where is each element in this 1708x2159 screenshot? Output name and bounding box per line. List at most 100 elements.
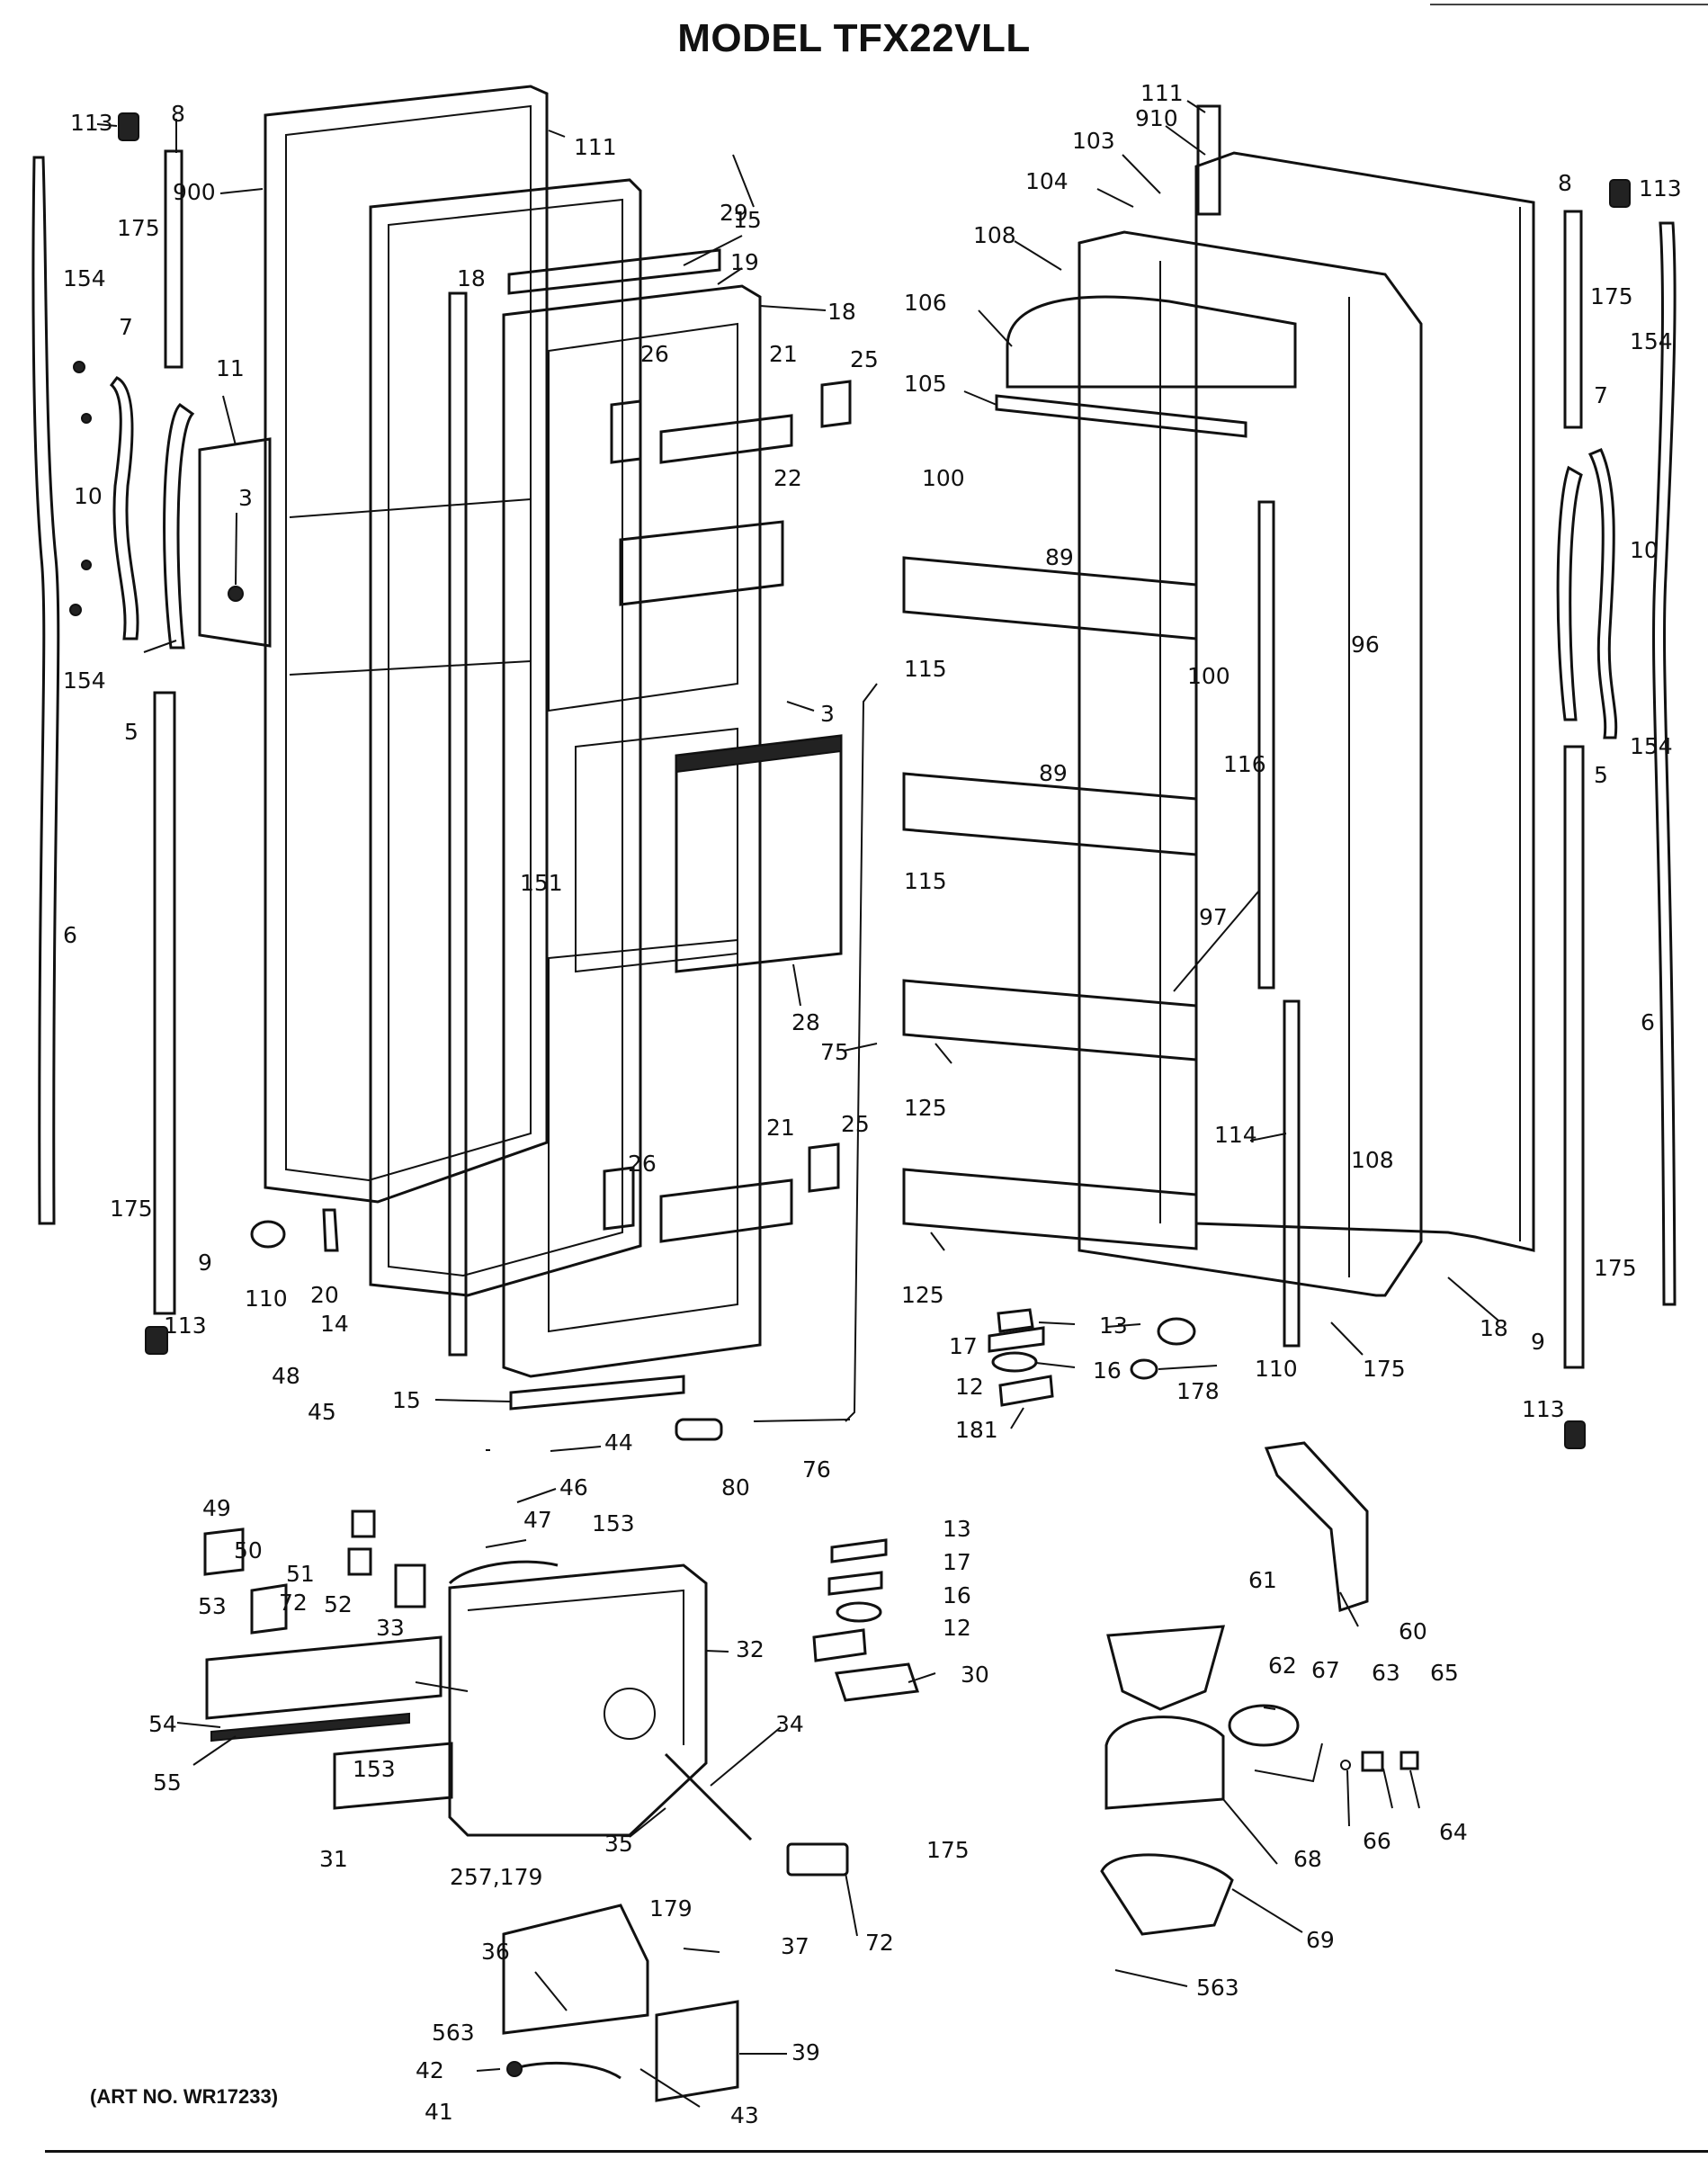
callout-563: 563: [1196, 1975, 1239, 2001]
part-inner-liner-right: [1078, 230, 1423, 1297]
part-bracket-26-upper: [610, 399, 642, 464]
callout-8: 8: [171, 101, 185, 127]
callout-7: 7: [1594, 382, 1608, 408]
part-shim-17: [988, 1326, 1045, 1353]
part-trim-strip-18: [448, 291, 468, 1357]
part-chute-61: [1106, 1625, 1226, 1711]
part-bracket-26-lower: [603, 1166, 635, 1231]
callout-12: 12: [943, 1615, 971, 1641]
callout-37: 37: [781, 1933, 809, 1959]
part-screw: [73, 361, 85, 373]
top-rule: [1430, 4, 1708, 5]
callout-22: 22: [774, 465, 802, 491]
callout-105: 105: [904, 371, 947, 397]
dispenser-assembly: [203, 1308, 1196, 2102]
callout-69: 69: [1306, 1927, 1335, 1953]
callout-29: 29: [720, 200, 748, 226]
part-screw-3: [228, 586, 244, 602]
callout-28: 28: [791, 1009, 820, 1035]
part-plate-49: [203, 1527, 245, 1576]
callout-125: 125: [901, 1282, 944, 1308]
part-bushing-16-lower: [836, 1601, 882, 1623]
callout-175: 175: [926, 1837, 970, 1863]
part-plug-110: [250, 1220, 286, 1249]
callout-7: 7: [119, 314, 133, 340]
part-door-gasket-frame: [369, 178, 642, 1297]
part-bottom-trim: [509, 1375, 685, 1411]
callout-54: 54: [148, 1711, 177, 1737]
part-bracket-60: [1264, 1441, 1369, 1613]
callout-900: 900: [173, 179, 216, 205]
part-pivot-20: [322, 1208, 339, 1252]
callout-115: 115: [904, 868, 947, 894]
part-plate-30: [834, 1662, 920, 1702]
callout-35: 35: [604, 1831, 633, 1857]
callout-15: 15: [733, 207, 762, 233]
callout-43: 43: [730, 2102, 759, 2128]
callout-17: 17: [943, 1549, 971, 1575]
part-strip-105: [995, 394, 1247, 438]
part-washer-66: [1340, 1760, 1351, 1770]
part-cap-64: [1399, 1751, 1419, 1770]
part-box-39: [655, 2000, 739, 2102]
callout-36: 36: [481, 1939, 510, 1965]
dispenser-chute-assembly: [1100, 1441, 1419, 1936]
part-hinge-cap-bottom: [145, 1326, 168, 1355]
callout-10: 10: [74, 483, 103, 509]
callout-8: 8: [1558, 170, 1572, 196]
callout-80: 80: [721, 1474, 750, 1501]
callout-53: 53: [198, 1593, 227, 1619]
callout-89: 89: [1039, 760, 1068, 786]
callout-30: 30: [961, 1662, 989, 1688]
callout-47: 47: [523, 1507, 552, 1533]
callout-76: 76: [802, 1456, 831, 1483]
callout-72: 72: [865, 1930, 894, 1956]
part-dairy-cover: [1006, 295, 1297, 389]
callout-17: 17: [949, 1333, 978, 1359]
part-handle-trim: [109, 376, 139, 641]
callout-61: 61: [1248, 1567, 1277, 1593]
callout-5: 5: [1594, 762, 1608, 788]
callout-13: 13: [1099, 1312, 1128, 1339]
callout-25: 25: [850, 346, 879, 372]
callout-125: 125: [904, 1095, 947, 1121]
part-bin-125-lower: [902, 1168, 1198, 1250]
part-hinge-13: [997, 1308, 1034, 1333]
callout-108: 108: [973, 222, 1016, 248]
callout-114: 114: [1214, 1122, 1257, 1148]
part-bracket-36: [502, 1904, 649, 2035]
callout-154: 154: [63, 265, 106, 291]
callout-12: 12: [955, 1374, 984, 1400]
callout-6: 6: [1641, 1009, 1655, 1035]
part-shim-17-lower: [827, 1571, 883, 1596]
callout-154: 154: [1630, 733, 1673, 759]
callout-42: 42: [416, 2057, 444, 2083]
part-module-72: [786, 1842, 849, 1877]
callout-257-179: 257,179: [450, 1864, 542, 1890]
callout-113: 113: [1522, 1396, 1565, 1422]
callout-113: 113: [70, 110, 113, 136]
leader-lines: [96, 100, 1499, 2108]
part-auger-opening: [604, 1688, 656, 1740]
callout-20: 20: [310, 1282, 339, 1308]
callout-110: 110: [245, 1286, 288, 1312]
callout-97: 97: [1199, 904, 1228, 930]
callout-3: 3: [238, 485, 253, 511]
callout-111: 111: [574, 134, 617, 160]
callout-68: 68: [1293, 1846, 1322, 1872]
part-gasket-left: [31, 156, 60, 1225]
callout-910: 910: [1135, 105, 1178, 131]
callout-33: 33: [376, 1615, 405, 1641]
callout-106: 106: [904, 290, 947, 316]
part-fill-tube: [845, 683, 878, 1422]
callout-41: 41: [425, 2099, 453, 2125]
callout-151: 151: [520, 870, 563, 896]
callout-110: 110: [1255, 1356, 1298, 1382]
part-inner-door-liner: [502, 284, 762, 1378]
part-grille-31: [333, 1742, 453, 1810]
part-handle-trim-right: [1587, 448, 1618, 739]
callout-175: 175: [1590, 283, 1633, 309]
callout-108: 108: [1351, 1147, 1394, 1173]
part-bin-125-upper: [902, 979, 1198, 1062]
callout-16: 16: [943, 1582, 971, 1608]
